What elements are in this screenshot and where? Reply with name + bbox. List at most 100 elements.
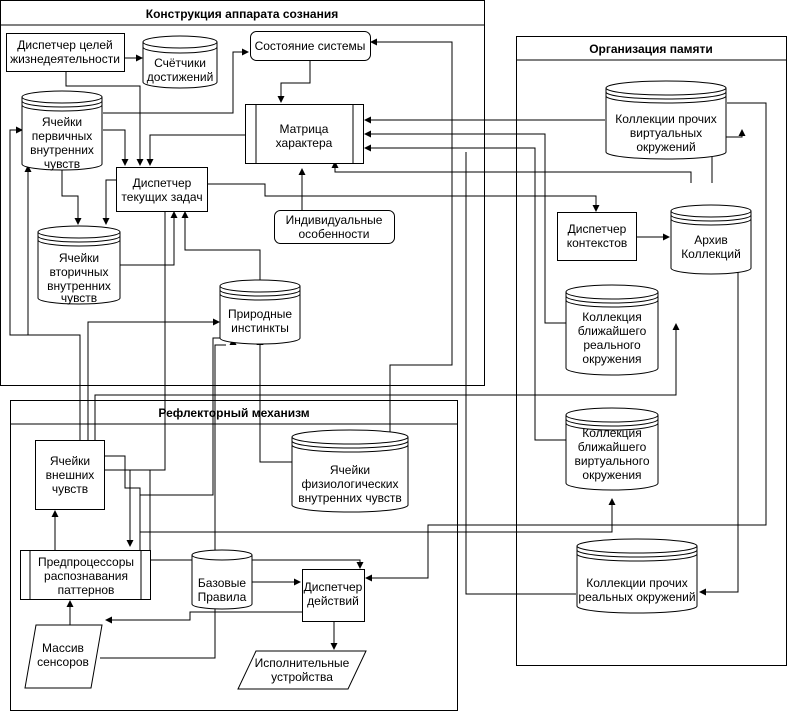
current-tasks-dispatcher-label: текущих задач xyxy=(121,190,202,204)
edge-external-to-nearest-real xyxy=(94,330,677,440)
virtual-env-collections-label: Коллекции прочих xyxy=(615,112,716,126)
current-tasks-dispatcher-label: Диспетчер xyxy=(133,176,192,190)
secondary-internal-cells-label: Ячейки xyxy=(59,251,99,265)
action-dispatcher-label: действий xyxy=(307,594,359,608)
edge-archive-to-virtual xyxy=(711,136,743,183)
secondary-internal-cells-label: вторичных xyxy=(49,265,108,279)
sensor-array-label: Массив xyxy=(42,641,84,655)
nearest-virtual-env-node: Коллекция ближайшего виртуального окруже… xyxy=(565,407,659,491)
edge-action-to-preprocessors xyxy=(112,611,302,621)
edge-physio-to-state xyxy=(377,41,453,432)
external-sense-cells-label: Ячейки xyxy=(50,454,90,468)
edge-physio-to-instincts xyxy=(259,345,292,463)
real-env-collections-label: реальных окружений xyxy=(578,590,695,604)
nearest-virtual-env-label: ближайшего xyxy=(578,440,647,454)
reflex-container-title: Рефлекторный механизм xyxy=(158,406,309,420)
individual-traits-label: особенности xyxy=(298,227,369,241)
context-dispatcher-label: контекстов xyxy=(567,236,628,250)
virtual-env-collections-label: окружений xyxy=(636,140,695,154)
secondary-internal-cells-label: чувств xyxy=(61,291,97,305)
external-sense-cells-label: чувств xyxy=(52,482,88,496)
consciousness-container: Конструкция аппарата сознания xyxy=(0,0,485,386)
pattern-preprocessors-label: паттернов xyxy=(58,583,115,597)
physiological-cells-node: Ячейки физиологических внутренних чувств xyxy=(291,429,409,513)
svg-text:Диспетчер целей: Диспетчер целей xyxy=(17,38,112,52)
base-rules-label: Базовые xyxy=(198,576,246,590)
primary-internal-cells-label: Ячейки xyxy=(42,115,82,129)
character-matrix-node: Матрица характера xyxy=(245,104,364,164)
nearest-virtual-env-label: Коллекция xyxy=(582,426,641,440)
edge-external-to-primary xyxy=(9,129,81,440)
nearest-real-env-label: реального xyxy=(583,338,641,352)
svg-text:жизнедеятельности: жизнедеятельности xyxy=(10,52,120,66)
action-dispatcher-label: Диспетчер xyxy=(304,580,363,594)
edge-primary-to-secondary xyxy=(61,170,79,218)
sensor-array-label: сенсоров xyxy=(37,655,89,669)
base-rules-node: Базовые Правила xyxy=(191,549,253,610)
life-goals-dispatcher-label: жизнедеятельности xyxy=(10,52,120,66)
individual-traits-label: Индивидуальные xyxy=(286,213,383,227)
pattern-preprocessors-label: Предпроцессоры xyxy=(38,555,134,569)
consciousness-container-title: Конструкция аппарата сознания xyxy=(146,7,339,21)
edge-state-to-matrix xyxy=(280,61,311,96)
real-env-collections-node: Коллекции прочих реальных окружений xyxy=(576,538,698,614)
edge-nearest-real-to-matrix xyxy=(371,133,566,324)
pattern-preprocessors-node: Предпроцессоры распознавания паттернов xyxy=(20,550,151,600)
nearest-real-env-node: Коллекция ближайшего реального окружения xyxy=(565,284,659,376)
actuators-node: Исполнительные устройства xyxy=(237,650,367,690)
individual-traits-node: Индивидуальные особенности xyxy=(274,210,395,244)
life-goals-dispatcher-node: Диспетчер целей жизнедеятельности xyxy=(6,33,125,72)
edge-real-to-state xyxy=(465,152,576,595)
primary-internal-cells-label: первичных xyxy=(32,129,92,143)
actuators-label: Исполнительные xyxy=(255,656,350,670)
edge-tasks-to-context xyxy=(208,183,597,205)
edge-tasks-to-preprocessors xyxy=(129,212,166,540)
physiological-cells-label: физиологических xyxy=(302,477,399,491)
primary-internal-cells-node: Ячейки первичных внутренних чувств xyxy=(21,90,103,171)
collections-archive-label: Коллекций xyxy=(681,247,741,261)
edge-external-to-instincts xyxy=(87,321,213,440)
edge-secondary-to-tasks xyxy=(120,218,175,266)
reflex-container: Рефлекторный механизм xyxy=(10,400,458,711)
edge-sensors-to-instincts xyxy=(100,344,226,659)
action-dispatcher-node: Диспетчер действий xyxy=(302,569,365,622)
nearest-real-env-label: окружения xyxy=(582,352,641,366)
memory-container-title: Организация памяти xyxy=(589,42,713,56)
base-rules-label: Правила xyxy=(198,590,247,604)
nearest-virtual-env-label: виртуального xyxy=(575,454,650,468)
edge-goals-to-tasks xyxy=(65,72,141,159)
natural-instincts-label: Природные xyxy=(228,307,292,321)
memory-container: Организация памяти xyxy=(516,36,787,666)
edge-virtual-to-action xyxy=(372,102,767,579)
real-env-collections-label: Коллекции прочих xyxy=(586,576,687,590)
edge-external-to-nearest-virtual xyxy=(105,455,613,533)
primary-internal-cells-label: чувств xyxy=(44,157,80,171)
primary-internal-cells-label: внутренних xyxy=(30,143,94,157)
current-tasks-dispatcher-node: Диспетчер текущих задач xyxy=(116,167,208,212)
edge-archive-to-real xyxy=(706,268,739,593)
connectors xyxy=(9,38,767,659)
physiological-cells-label: внутренних чувств xyxy=(298,491,402,505)
edge-instincts-to-tasks xyxy=(184,218,261,283)
character-matrix-label: Матрица xyxy=(280,122,329,136)
external-sense-cells-label: внешних xyxy=(46,468,95,482)
nearest-real-env-label: Коллекция xyxy=(582,310,641,324)
edge-archive-to-matrix xyxy=(334,168,692,183)
context-dispatcher-label: Диспетчер xyxy=(568,222,627,236)
nearest-real-env-label: ближайшего xyxy=(578,324,647,338)
actuators-label: устройства xyxy=(271,670,333,684)
edge-primary-to-state xyxy=(103,51,242,114)
natural-instincts-label: инстинкты xyxy=(231,321,289,335)
edge-nearest-virtual-to-matrix xyxy=(371,147,566,441)
collections-archive-label: Архив xyxy=(694,233,728,247)
pattern-preprocessors-label: распознавания xyxy=(44,569,128,583)
life-goals-dispatcher-label: Диспетчер целей xyxy=(17,38,112,52)
secondary-internal-cells-node: Ячейки вторичных внутренних чувств xyxy=(37,225,121,305)
achievement-counters-label: достижений xyxy=(147,70,214,84)
virtual-env-collections-label: виртуальных xyxy=(630,126,702,140)
virtual-env-collections-node: Коллекции прочих виртуальных окружений xyxy=(605,80,727,160)
secondary-internal-cells-label: внутренних xyxy=(47,279,111,293)
achievement-counters-label: Счётчики xyxy=(154,56,206,70)
achievement-counters-node: Счётчики достижений xyxy=(142,35,218,89)
